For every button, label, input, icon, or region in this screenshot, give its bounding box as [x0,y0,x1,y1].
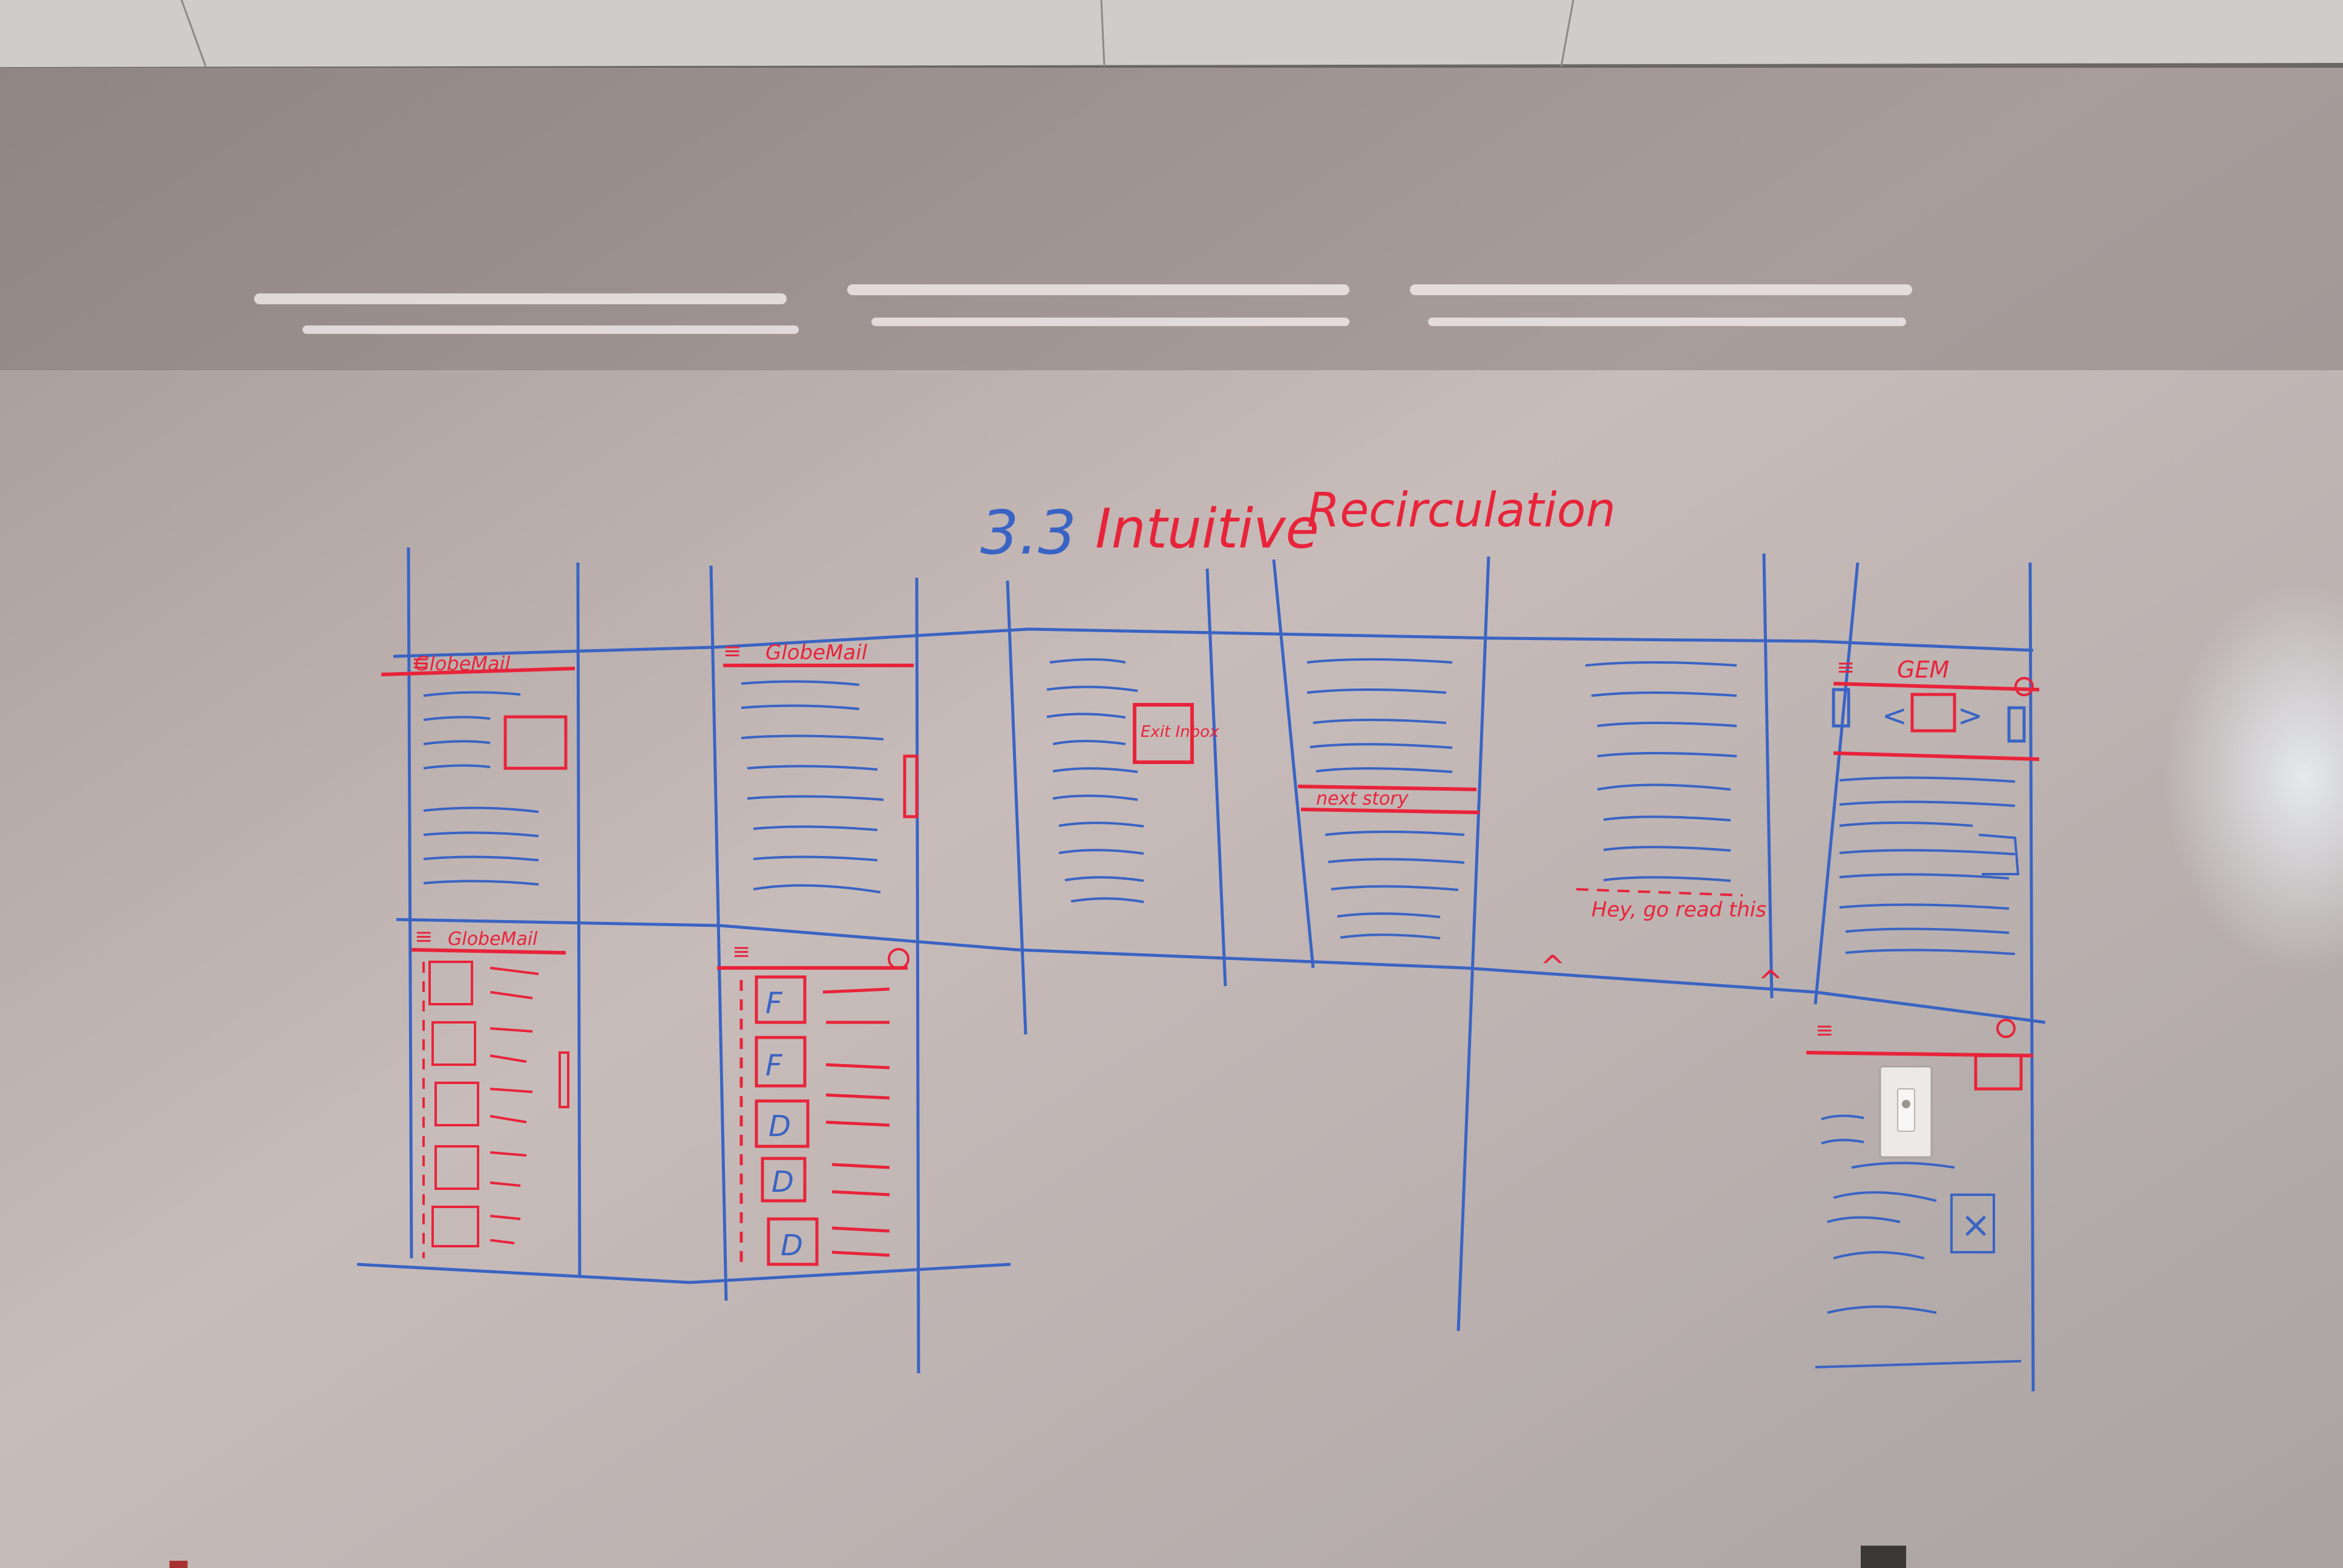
wireframe-header-3: GlobeMail [448,929,538,950]
menu-icon: ≡ [723,639,741,664]
wireframe-header-2: GlobeMail [765,641,868,665]
title-text-2: Recirculation [1307,483,1616,538]
exit-inbox-label: Exit Inbox [1141,723,1219,741]
wireframe-thumb-grid: ≡ F F D D D [717,939,909,1266]
wireframe-lower-right: ≡ × [1806,1018,2034,1368]
wireframe-inbox-1: GlobeMail ≡ [381,651,575,886]
wireframe-next-story: next story [1297,658,1480,939]
wireframe-list-thumbs: ≡ GlobeMail [411,924,569,1258]
blue-grid-lines [356,547,2046,1392]
share-note-text: Hey, go read this [1591,898,1766,922]
menu-icon: ≡ [1815,1018,1833,1043]
wireframe-inbox-2: ≡ GlobeMail [723,639,919,893]
menu-icon: ≡ [1837,655,1855,680]
thumb-letter: F [765,987,783,1021]
thumb-letter: D [781,1229,803,1263]
thumb-letter: D [772,1165,794,1199]
menu-icon: ≡ [732,939,750,964]
chevron-up-icon: ^ [1540,949,1565,984]
title-number: 3.3 [980,497,1076,568]
svg-text:>: > [1958,698,1983,733]
close-x-icon: × [1961,1204,1991,1246]
thumb-letter: F [765,1049,783,1083]
title-text: Intuitive [1095,497,1319,561]
ceiling [0,0,2343,70]
svg-text:<: < [1882,698,1907,733]
gem-header: GEM [1897,656,1949,683]
wireframe-article: Exit Inbox [1046,658,1219,903]
outlet-plate [1861,1546,1906,1568]
wireframe-header-1: GlobeMail [415,652,510,675]
menu-icon: ≡ [415,924,433,949]
wireframe-share-note: Hey, go read this ^ ^ [1540,661,1783,999]
wireframe-gem: ≡ GEM < > [1832,655,2040,955]
chevron-up-icon: ^ [1758,964,1783,999]
thumb-letter: D [768,1109,791,1143]
next-story-label: next story [1316,788,1409,809]
light-reflection [254,284,1912,334]
exit-inbox-button-sketch [1133,703,1194,764]
light-switch [1879,1065,1933,1158]
menu-icon: ≡ [411,651,430,676]
